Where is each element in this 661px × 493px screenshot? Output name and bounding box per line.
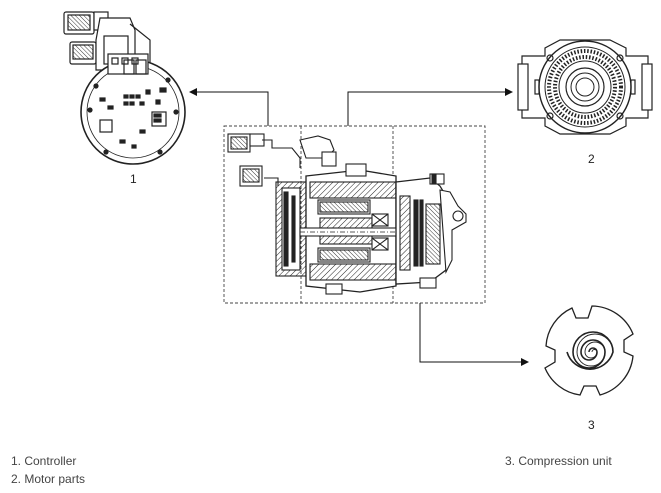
arrow-to-motor <box>347 88 513 126</box>
legend-item-motor-parts: 2. Motor parts <box>11 472 86 486</box>
arrow-to-compression-unit <box>419 303 529 366</box>
leader-arrows <box>189 88 529 366</box>
callout-1: 1 <box>130 172 137 186</box>
controller-drawing <box>63 11 186 165</box>
callout-3: 3 <box>588 418 595 432</box>
assembly-section-drawing <box>223 125 486 304</box>
legend-item-controller: 1. Controller <box>11 454 77 468</box>
compression-unit-drawing <box>544 305 634 396</box>
callout-2: 2 <box>588 152 595 166</box>
motor-parts-drawing <box>517 39 653 135</box>
legend-item-compression-unit: 3. Compression unit <box>505 454 612 468</box>
arrow-to-controller <box>189 88 269 126</box>
